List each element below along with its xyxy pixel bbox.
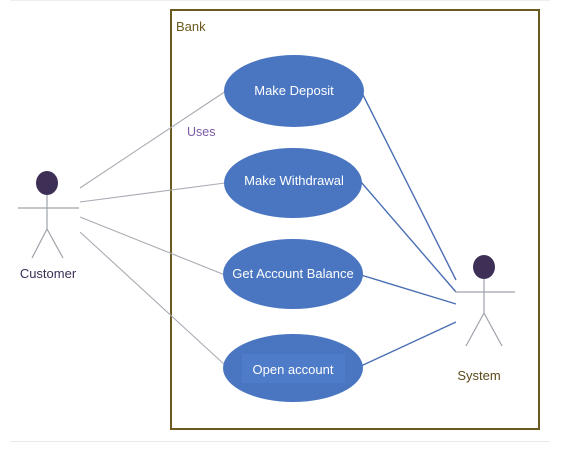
actor-left-leg	[465, 312, 485, 347]
use-case-label: Make Withdrawal	[244, 173, 344, 188]
association-customer-open-account	[79, 231, 227, 367]
actor-right-leg	[46, 228, 64, 259]
system-associations	[360, 90, 457, 367]
system-boundary	[170, 9, 540, 430]
actor-label: Customer	[20, 266, 77, 281]
association-customer-balance	[79, 216, 226, 276]
customer-associations	[79, 90, 227, 367]
actor-left-leg	[31, 228, 48, 259]
association-withdrawal-system	[360, 181, 457, 293]
use-case-label: Open account	[253, 362, 334, 377]
use-case-label: Get Account Balance	[232, 266, 353, 281]
actor-figure-icon	[455, 255, 515, 347]
association-customer-deposit	[79, 90, 227, 189]
use-case-label-highlight	[242, 354, 345, 383]
use-case-make-deposit[interactable]: Make Deposit	[224, 55, 364, 127]
bottom-divider	[10, 441, 550, 442]
use-case-get-account-balance[interactable]: Get Account Balance	[223, 239, 363, 309]
association-customer-withdrawal	[79, 182, 226, 203]
actor-head	[473, 255, 495, 279]
use-case-open-account[interactable]: Open account	[223, 334, 363, 402]
actor-system[interactable]: System	[455, 255, 515, 383]
top-divider	[10, 0, 550, 1]
use-case-make-withdrawal[interactable]: Make Withdrawal	[224, 148, 362, 218]
use-case-ellipse	[223, 239, 363, 309]
use-case-ellipse	[224, 148, 362, 218]
use-case-ellipse	[224, 55, 364, 127]
actor-head	[36, 171, 58, 195]
association-deposit-system	[360, 90, 457, 281]
association-open-account-system	[360, 321, 457, 367]
association-balance-system	[360, 274, 457, 305]
actor-right-leg	[483, 312, 503, 347]
actor-label: System	[457, 368, 500, 383]
system-boundary-label: Bank	[176, 19, 206, 34]
actor-figure-icon	[18, 171, 79, 259]
use-case-label: Make Deposit	[254, 83, 334, 98]
uses-label: Uses	[187, 125, 215, 139]
actor-customer[interactable]: Customer	[18, 171, 79, 281]
